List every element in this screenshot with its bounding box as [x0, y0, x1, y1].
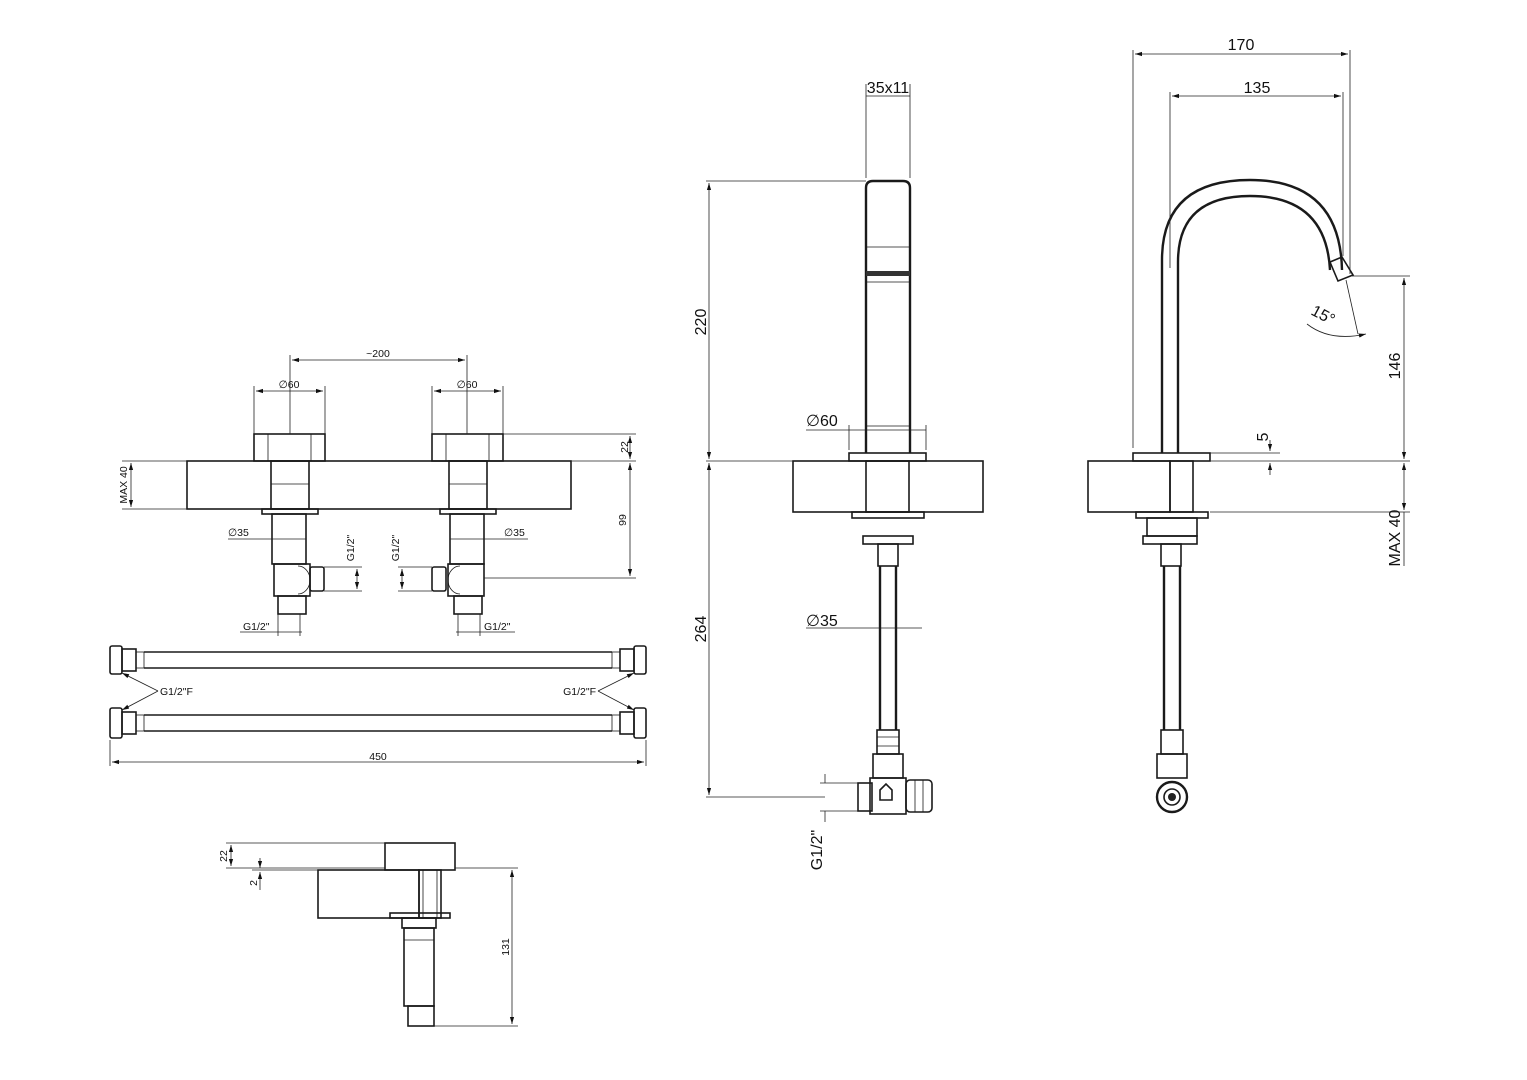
hose-left-fitting-label: G1/2"F	[160, 686, 193, 698]
valve-right-diameter-label: ∅60	[457, 379, 478, 391]
hose-right-fitting-label: G1/2"F	[563, 686, 596, 698]
deck-section	[792, 460, 984, 513]
side-width-outlet-label: 135	[1244, 80, 1271, 97]
detail-section: 22 2 131	[218, 842, 518, 1027]
valve-right-shank-label: ∅35	[504, 527, 525, 539]
side-width-total-label: 170	[1228, 37, 1255, 54]
valve-left-shank-label: ∅35	[228, 527, 249, 539]
valve-right-outlet-label: G1/2"	[390, 534, 402, 561]
valves-max-deck-label: MAX 40	[118, 466, 130, 504]
side-outlet-height-label: 146	[1387, 353, 1404, 380]
deck-section-detail	[317, 869, 420, 919]
hose-length-label: 450	[369, 751, 387, 763]
spout-side-view	[1087, 178, 1355, 814]
spout-front-view	[792, 179, 984, 815]
spout-below-label: 264	[693, 616, 710, 643]
spout-side-dimensions: 170 135 15° 146 5 MAX 40	[1132, 37, 1410, 566]
spout-base-diameter-label: ∅60	[806, 413, 838, 430]
spout-pipe-diameter-label: ∅35	[806, 613, 838, 630]
valves-spacing-label: ~200	[366, 348, 390, 360]
spout-front-dimensions: 35x11 220 264 ∅60 ∅35 G1/2"	[693, 80, 927, 870]
detail-total-height-label: 131	[500, 938, 512, 956]
side-flange-thickness-label: 5	[1255, 432, 1272, 441]
valve-left-diameter-label: ∅60	[279, 379, 300, 391]
side-max-deck-label: MAX 40	[1387, 509, 1404, 566]
gooseneck-spout	[1160, 178, 1344, 453]
left-valve	[253, 433, 326, 615]
deck-section-valves	[186, 460, 572, 510]
spout-connection-label: G1/2"	[809, 830, 826, 870]
valves-dimensions: ~200 ∅60 ∅60 22 MAX 40 99 ∅35 ∅35 G1/2" …	[118, 348, 636, 636]
valve-left-outlet-label: G1/2"	[345, 534, 357, 561]
detail-handle-height-label: 22	[218, 850, 230, 862]
right-valve	[431, 433, 504, 615]
valve-right-inlet-label: G1/2"	[484, 621, 511, 633]
valves-drop-label: 99	[617, 514, 629, 526]
spout-width-label: 35x11	[867, 80, 910, 97]
deck-section-side	[1087, 460, 1171, 513]
hoses: G1/2"F G1/2"F 450	[109, 645, 647, 766]
hose-top	[109, 645, 647, 675]
spout-body	[864, 179, 912, 453]
valves-view	[186, 433, 572, 615]
valve-left-inlet-label: G1/2"	[243, 621, 270, 633]
spout-height-label: 220	[693, 309, 710, 336]
hose-bottom	[109, 707, 647, 739]
valves-handle-height-label: 22	[619, 441, 631, 453]
detail-flange-label: 2	[248, 880, 260, 886]
side-angle-label: 15°	[1308, 303, 1337, 329]
spout-flange	[848, 452, 927, 462]
